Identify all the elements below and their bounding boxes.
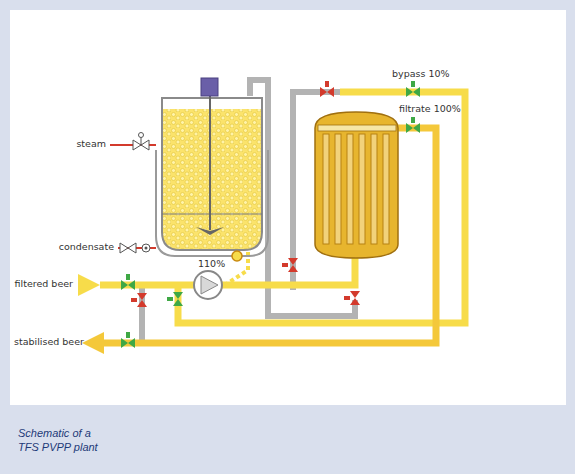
steam-line — [110, 133, 156, 151]
outlet-arrow — [82, 332, 104, 354]
filter-vessel — [315, 112, 398, 258]
filter-candle — [359, 134, 365, 244]
dosing-tank — [156, 78, 268, 256]
flow-label: stabilised beer — [14, 337, 84, 348]
valves — [121, 81, 420, 348]
flow-label: condensate — [59, 242, 114, 253]
filter-candle — [323, 134, 329, 244]
figure-caption: Schematic of a TFS PVPP plant — [18, 426, 102, 455]
filter-candle — [347, 134, 353, 244]
flow-label: bypass 10% — [392, 69, 450, 80]
filter-candle — [371, 134, 377, 244]
flow-label: steam — [76, 139, 106, 150]
inlet-arrow — [78, 274, 100, 296]
beer-pipes — [100, 92, 465, 343]
flow-label: filtered beer — [15, 279, 73, 290]
filter-candle — [383, 134, 389, 244]
panel — [10, 10, 566, 405]
condensate-line — [118, 243, 156, 253]
flow-label: filtrate 100% — [399, 104, 461, 115]
flow-label: 110% — [198, 259, 225, 270]
filter-candle — [335, 134, 341, 244]
dosing-pump — [232, 251, 242, 261]
pump — [194, 271, 222, 299]
